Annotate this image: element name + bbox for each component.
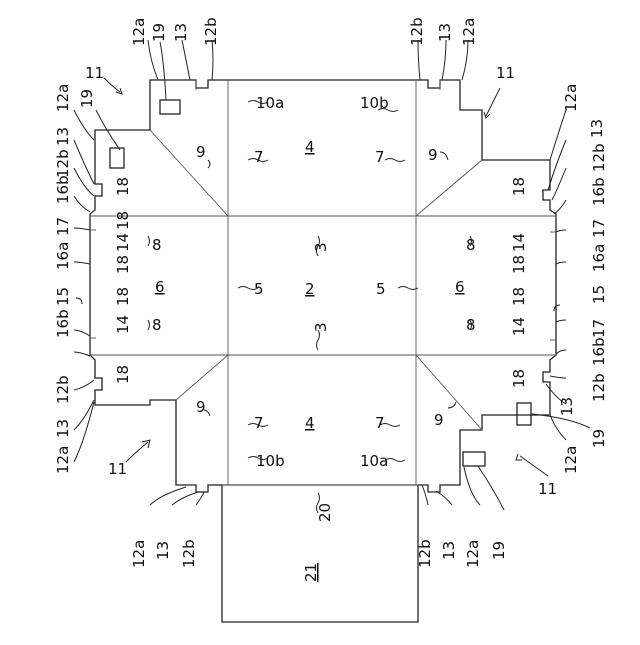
label-7-tl: 7 [254,148,264,166]
label-4-top: 4 [305,138,315,156]
label-16a-right: 16a [590,244,608,272]
label-16b-left-1: 16b [54,175,72,204]
label-12b-left-2: 12b [54,375,72,404]
diag-bottom-right [416,355,482,430]
label-15-right: 15 [590,285,608,304]
label-17-right-2: 17 [590,319,608,338]
diag-top-left [150,130,228,216]
label-13-bottom-right: 13 [440,541,458,560]
leader-lines [74,40,590,513]
label-21: 21 [302,563,320,582]
label-19-left: 19 [78,89,96,108]
label-19-top-left: 19 [150,23,168,42]
label-12b-bottom-left: 12b [180,539,198,568]
label-18-right-4: 18 [510,369,528,388]
label-10a-top: 10a [256,94,284,112]
label-13-left-2: 13 [54,419,72,438]
label-17-left-1: 17 [54,217,72,236]
label-19-bottom-right: 19 [490,541,508,560]
label-6-right: 6 [455,278,465,296]
label-18-left-3: 18 [114,255,132,274]
label-12a-right: 12a [562,84,580,112]
label-7-tr: 7 [375,148,385,166]
label-12a-left: 12a [54,84,72,112]
label-14-left-2: 14 [114,315,132,334]
label-5-right: 5 [376,280,386,298]
label-9-tr: 9 [428,146,438,164]
label-8-tr: 8 [466,236,476,254]
label-5-left: 5 [254,280,264,298]
label-7-bl: 7 [254,414,264,432]
label-13-left: 13 [54,127,72,146]
label-14-left-1: 14 [114,233,132,252]
label-12a-right-2: 12a [562,446,580,474]
reference-labels: 2 3 3 4 4 5 5 6 6 7 7 7 7 8 8 8 8 9 9 9 … [54,17,608,582]
label-3-bottom: 3 [312,322,330,332]
label-10b-bottom: 10b [256,452,285,470]
label-18-left-2: 18 [114,211,132,230]
label-4-bottom: 4 [305,414,315,432]
label-8-tl: 8 [152,236,162,254]
label-17-right-1: 17 [590,219,608,238]
label-12b-top-right: 12b [408,17,426,46]
label-12b-top-left: 12b [202,17,220,46]
window-19-top-left-a [160,100,180,114]
label-12a-top-left: 12a [130,18,148,46]
label-12a-bottom-left: 12a [130,540,148,568]
label-13-bottom-left: 13 [154,541,172,560]
label-14-right-1: 14 [510,233,528,252]
label-7-br: 7 [375,414,385,432]
label-16b-right-2: 16b [590,337,608,366]
label-6-left: 6 [155,278,165,296]
diag-top-right [416,160,482,216]
label-8-bl: 8 [152,316,162,334]
label-12b-bottom-right: 12b [416,539,434,568]
label-12a-top-right: 12a [460,18,478,46]
window-19-top-left-b [110,148,124,168]
label-9-br: 9 [434,411,444,429]
label-18-right-2: 18 [510,255,528,274]
label-11-tr: 11 [496,64,515,82]
label-13-right-2: 13 [558,397,576,416]
label-12a-left-2: 12a [54,446,72,474]
label-8-br: 8 [466,316,476,334]
label-12a-bottom-right: 12a [464,540,482,568]
label-18-left-5: 18 [114,365,132,384]
diag-bottom-left [176,355,228,400]
label-14-right-2: 14 [510,317,528,336]
label-18-right-1: 18 [510,177,528,196]
label-12b-left: 12b [54,149,72,178]
label-13-right: 13 [588,119,606,138]
label-9-tl: 9 [196,143,206,161]
label-12b-right-2: 12b [590,373,608,402]
label-12b-right: 12b [590,143,608,172]
label-18-left-4: 18 [114,287,132,306]
label-3-top: 3 [312,242,330,252]
window-19-bottom-right-b [463,452,485,466]
window-19-bottom-right-a [517,403,531,425]
label-18-right-3: 18 [510,287,528,306]
label-20: 20 [316,503,334,522]
label-16a-left: 16a [54,242,72,270]
label-15-left: 15 [54,287,72,306]
label-11-br: 11 [538,480,557,498]
label-13-top-left: 13 [172,23,190,42]
label-19-right: 19 [590,429,608,448]
label-16b-right-1: 16b [590,177,608,206]
label-13-top-right: 13 [436,23,454,42]
label-18-left-1: 18 [114,177,132,196]
label-10b-top: 10b [360,94,389,112]
label-11-tl: 11 [85,64,104,82]
label-11-bl: 11 [108,460,127,478]
label-9-bl: 9 [196,398,206,416]
label-2: 2 [305,280,315,298]
label-10a-bottom: 10a [360,452,388,470]
